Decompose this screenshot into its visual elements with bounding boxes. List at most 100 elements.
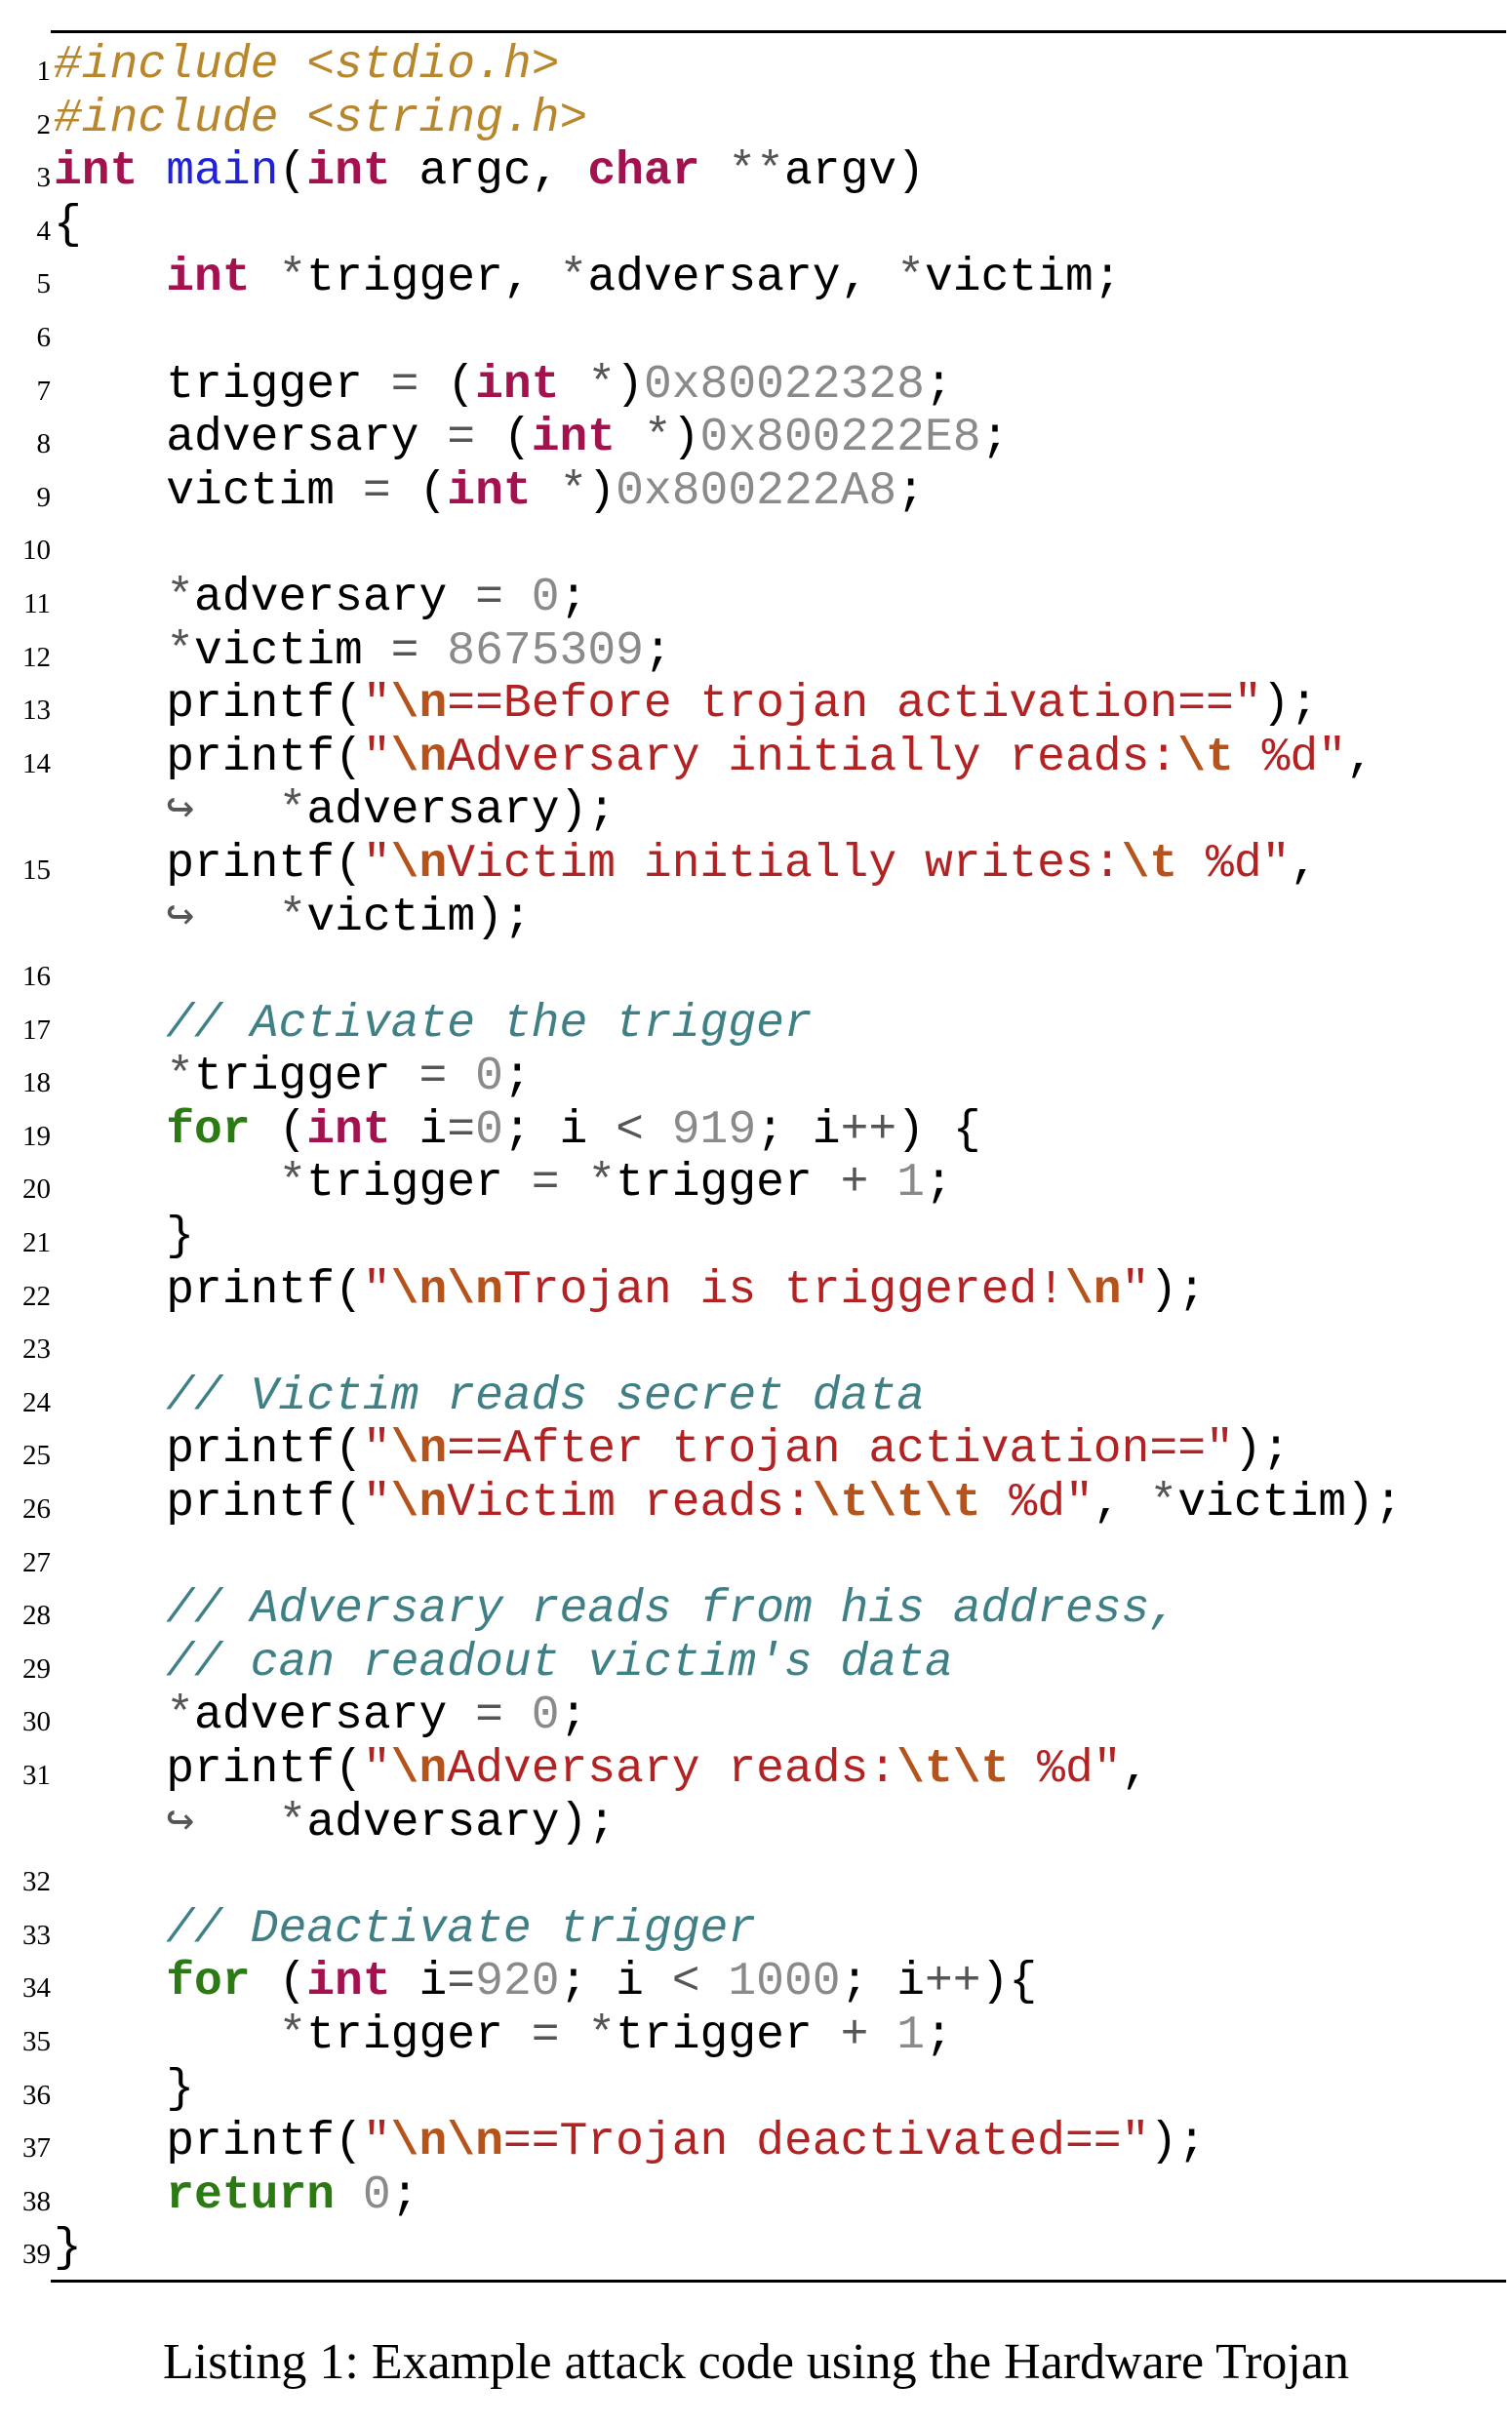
code-token <box>278 39 306 92</box>
code-text: } <box>54 1211 194 1263</box>
code-token: printf( <box>54 2116 363 2169</box>
code-token: + <box>840 1157 869 1211</box>
line-number: 27 <box>22 1546 51 1578</box>
code-token <box>54 1371 166 1423</box>
code-token: \n\n <box>390 1263 503 1317</box>
line-number: 33 <box>22 1919 51 1951</box>
code-token <box>532 465 560 518</box>
line-number: 11 <box>23 587 51 619</box>
code-line: 37 printf("\n\n==Trojan deactivated=="); <box>22 2116 1506 2169</box>
code-token: printf( <box>54 1263 363 1317</box>
code-text: printf("\n==Before trojan activation==")… <box>54 678 1318 731</box>
code-token: victim); <box>306 891 532 944</box>
code-token: printf( <box>54 1743 363 1796</box>
code-token: * <box>278 891 307 944</box>
code-text: printf("\nVictim initially writes:\t %d"… <box>54 838 1318 891</box>
code-token: 0 <box>531 1690 560 1743</box>
code-text: *trigger = *trigger + 1; <box>54 1157 952 1211</box>
code-token <box>54 1690 166 1742</box>
code-token <box>54 1104 166 1157</box>
code-token: Trojan is triggered! <box>502 1263 1065 1317</box>
code-token <box>54 625 166 678</box>
code-token: \t <box>1121 837 1178 891</box>
code-token: ; i <box>840 1956 925 2009</box>
code-token <box>644 1104 672 1157</box>
code-token: ; <box>896 464 925 518</box>
code-text: for (int i=920; i < 1000; i++){ <box>54 1956 1037 2008</box>
code-token: 0 <box>362 2168 391 2222</box>
code-token: \n <box>1064 1263 1122 1317</box>
code-token: ; i <box>756 1103 841 1157</box>
code-token <box>278 93 306 145</box>
line-number: 7 <box>36 375 52 407</box>
code-token: trigger <box>306 2008 532 2062</box>
code-token: adversary <box>54 412 448 465</box>
code-token <box>418 625 447 678</box>
code-text: victim = (int *)0x800222A8; <box>54 465 925 518</box>
code-token: = <box>390 358 419 412</box>
code-token: \n <box>390 837 448 891</box>
code-token: ) <box>587 464 617 518</box>
code-token: ); <box>1261 678 1319 732</box>
code-token: } <box>54 2062 195 2116</box>
line-continuation-icon: ↪ <box>166 1796 195 1849</box>
code-token: < <box>616 1103 644 1157</box>
code-token: ; i <box>502 1103 617 1157</box>
code-token: ++ <box>840 1103 897 1157</box>
code-token: ** <box>728 145 784 199</box>
line-number: 24 <box>22 1386 51 1418</box>
line-number: 14 <box>22 747 51 779</box>
code-line: 25 printf("\n==After trojan activation==… <box>22 1423 1506 1477</box>
code-line: 31 printf("\nAdversary reads:\t\t %d", <box>22 1743 1506 1797</box>
line-number: 5 <box>36 268 52 300</box>
line-continuation-icon: ↪ <box>166 891 195 944</box>
code-token: , <box>1121 1743 1150 1796</box>
code-text: *trigger = *trigger + 1; <box>54 2008 952 2062</box>
code-token: 920 <box>475 1956 560 2009</box>
line-number: 6 <box>36 321 52 353</box>
code-token: trigger <box>616 2008 841 2062</box>
code-token <box>54 572 166 624</box>
code-token: \n <box>390 1477 448 1531</box>
code-token: ; <box>924 358 953 412</box>
code-token: %d" <box>980 1477 1094 1531</box>
code-token: 1 <box>896 1157 925 1211</box>
code-token: int <box>54 145 139 199</box>
code-token <box>251 252 279 304</box>
code-line: 9 victim = (int *)0x800222A8; <box>37 465 1506 519</box>
code-line: 10 <box>22 518 1506 572</box>
line-number: 32 <box>22 1866 51 1898</box>
code-token: * <box>643 412 672 465</box>
code-token: trigger <box>54 358 391 412</box>
code-line: 36 } <box>22 2062 1506 2117</box>
code-token: * <box>559 252 588 305</box>
code-token: 0 <box>475 1051 503 1104</box>
code-listing: 1#include <stdio.h>2#include <string.h>3… <box>22 30 1506 2283</box>
line-number: 39 <box>22 2239 51 2271</box>
code-token <box>54 1956 166 2008</box>
code-token: ==Before trojan activation==" <box>447 678 1262 732</box>
code-token: ( <box>418 358 476 412</box>
code-line: 28 // Adversary reads from his address, <box>22 1583 1506 1637</box>
line-number: 23 <box>22 1333 51 1366</box>
code-token: <string.h> <box>306 92 588 145</box>
code-token: main <box>166 145 279 199</box>
code-token <box>54 1903 166 1956</box>
code-token: // Adversary reads from his address, <box>166 1583 1178 1637</box>
line-number: 16 <box>22 961 51 993</box>
code-token: i <box>390 1103 448 1157</box>
listing-caption: Listing 1: Example attack code using the… <box>163 2334 1349 2390</box>
code-token: adversary); <box>306 784 617 838</box>
code-token: ==Trojan deactivated==" <box>502 2116 1150 2169</box>
code-token: 0 <box>531 571 560 624</box>
code-text: { <box>54 199 82 252</box>
code-token: , <box>1093 1477 1150 1531</box>
code-token: = <box>447 1103 476 1157</box>
code-token: ; <box>502 1051 532 1104</box>
code-token: , <box>1346 731 1374 784</box>
code-token: int <box>475 358 560 412</box>
code-text: // Victim reads secret data <box>54 1371 925 1423</box>
code-token: %d" <box>1177 837 1291 891</box>
code-token: " <box>362 2116 391 2169</box>
code-line: 34 for (int i=920; i < 1000; i++){ <box>22 1956 1506 2009</box>
